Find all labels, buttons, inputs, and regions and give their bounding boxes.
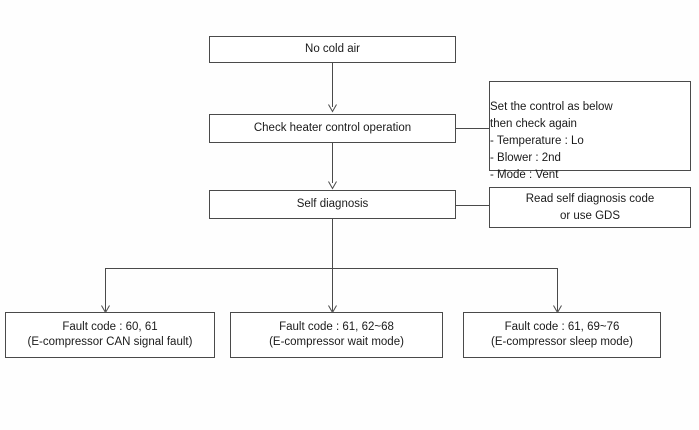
node-fault-code-sleep-mode: Fault code : 61, 69~76 (E-compressor sle… bbox=[463, 312, 661, 358]
text-line: - Mode : Vent bbox=[490, 169, 559, 181]
connector-start-to-check-heater bbox=[332, 63, 333, 107]
connector-branch-right bbox=[557, 268, 558, 311]
node-fault-code-wait-mode: Fault code : 61, 62~68 (E-compressor wai… bbox=[230, 312, 443, 358]
node-self-diagnosis: Self diagnosis bbox=[209, 190, 456, 219]
connector-self-diagnosis-stem bbox=[332, 219, 333, 311]
arrowhead-down-self-diagnosis bbox=[328, 181, 337, 190]
text-line: then check again bbox=[490, 118, 577, 130]
node-no-cold-air: No cold air bbox=[209, 36, 456, 63]
connector-branch-bus bbox=[105, 268, 558, 269]
text-line: (E-compressor wait mode) bbox=[269, 336, 404, 348]
arrowhead-down-check-heater bbox=[328, 104, 337, 113]
text-line: Read self diagnosis code bbox=[525, 192, 655, 205]
node-fault-left-text: Fault code : 60, 61 (E-compressor CAN si… bbox=[6, 320, 214, 350]
note-heater-control-text: Set the control as below then check agai… bbox=[490, 78, 690, 184]
text-line: No cold air bbox=[305, 43, 360, 55]
note-heater-control-settings: Set the control as below then check agai… bbox=[489, 81, 691, 181]
node-self-diagnosis-text: Self diagnosis bbox=[210, 197, 455, 212]
text-line: Set the control as below bbox=[490, 101, 613, 113]
connector-branch-left bbox=[105, 268, 106, 311]
text-line: Self diagnosis bbox=[296, 198, 369, 210]
connector-check-heater-to-note bbox=[456, 128, 490, 129]
text-line: - Blower : 2nd bbox=[490, 152, 561, 164]
text-line: Fault code : 60, 61 bbox=[62, 321, 158, 333]
text-line: or use GDS bbox=[559, 209, 621, 222]
connector-self-diagnosis-to-note bbox=[456, 205, 490, 206]
text-line: (E-compressor CAN signal fault) bbox=[27, 336, 193, 348]
text-line: (E-compressor sleep mode) bbox=[491, 336, 633, 348]
node-fault-code-can-signal-fault: Fault code : 60, 61 (E-compressor CAN si… bbox=[5, 312, 215, 358]
text-line: Fault code : 61, 62~68 bbox=[279, 321, 394, 333]
text-line: - Temperature : Lo bbox=[490, 135, 584, 147]
note-read-self-diagnosis-code: Read self diagnosis code or use GDS bbox=[489, 187, 691, 228]
note-read-diagnosis-text: Read self diagnosis code or use GDS bbox=[526, 191, 655, 225]
node-fault-right-text: Fault code : 61, 69~76 (E-compressor sle… bbox=[464, 320, 660, 350]
text-line: Check heater control operation bbox=[253, 122, 412, 134]
node-check-heater-text: Check heater control operation bbox=[210, 121, 455, 136]
connector-check-heater-to-self-diagnosis bbox=[332, 143, 333, 183]
node-fault-center-text: Fault code : 61, 62~68 (E-compressor wai… bbox=[231, 320, 442, 350]
node-no-cold-air-text: No cold air bbox=[210, 42, 455, 57]
text-line: Fault code : 61, 69~76 bbox=[504, 321, 620, 333]
node-check-heater-control-operation: Check heater control operation bbox=[209, 114, 456, 143]
